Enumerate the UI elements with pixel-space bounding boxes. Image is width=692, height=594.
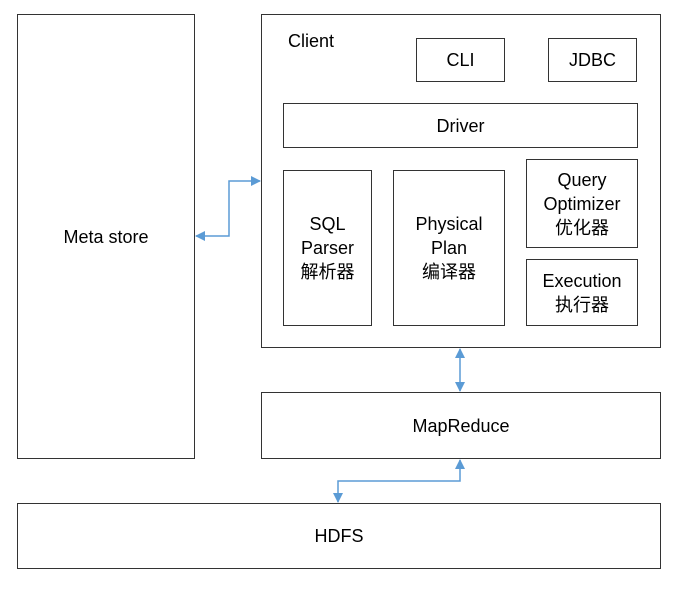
query-optimizer-box: Query Optimizer 优化器: [526, 159, 638, 248]
execution-box: Execution 执行器: [526, 259, 638, 326]
hdfs-box: HDFS: [17, 503, 661, 569]
physical-plan-line-1: Physical: [415, 214, 483, 234]
sql-parser-line-2: Parser: [300, 238, 354, 258]
hdfs-label: HDFS: [314, 526, 364, 546]
driver-label: Driver: [436, 115, 485, 136]
execution-line-1: Execution: [542, 270, 622, 291]
query-optimizer-line-1: Query: [557, 169, 607, 190]
physical-plan-line-2: Plan: [430, 238, 468, 258]
cli-label: CLI: [446, 50, 475, 70]
meta-store-label: Meta store: [63, 226, 149, 247]
jdbc-label: JDBC: [568, 50, 616, 70]
query-optimizer-line-2: Optimizer: [543, 193, 621, 214]
sql-parser-box: SQL Parser 解析器: [283, 170, 372, 326]
metastore-client-arrow: [195, 176, 261, 241]
cli-box: CLI: [416, 38, 505, 82]
query-optimizer-line-3: 优化器: [555, 217, 609, 238]
driver-box: Driver: [283, 103, 638, 148]
client-label: Client: [288, 31, 335, 51]
jdbc-box: JDBC: [548, 38, 637, 82]
sql-parser-line-3: 解析器: [300, 262, 355, 282]
sql-parser-line-1: SQL: [309, 214, 346, 234]
execution-line-2: 执行器: [555, 294, 609, 315]
mapreduce-hdfs-arrow: [333, 459, 465, 503]
meta-store-box: Meta store: [17, 14, 195, 459]
mapreduce-label: MapReduce: [412, 415, 510, 436]
physical-plan-box: Physical Plan 编译器: [393, 170, 505, 326]
physical-plan-line-3: 编译器: [422, 262, 476, 282]
mapreduce-box: MapReduce: [261, 392, 661, 459]
